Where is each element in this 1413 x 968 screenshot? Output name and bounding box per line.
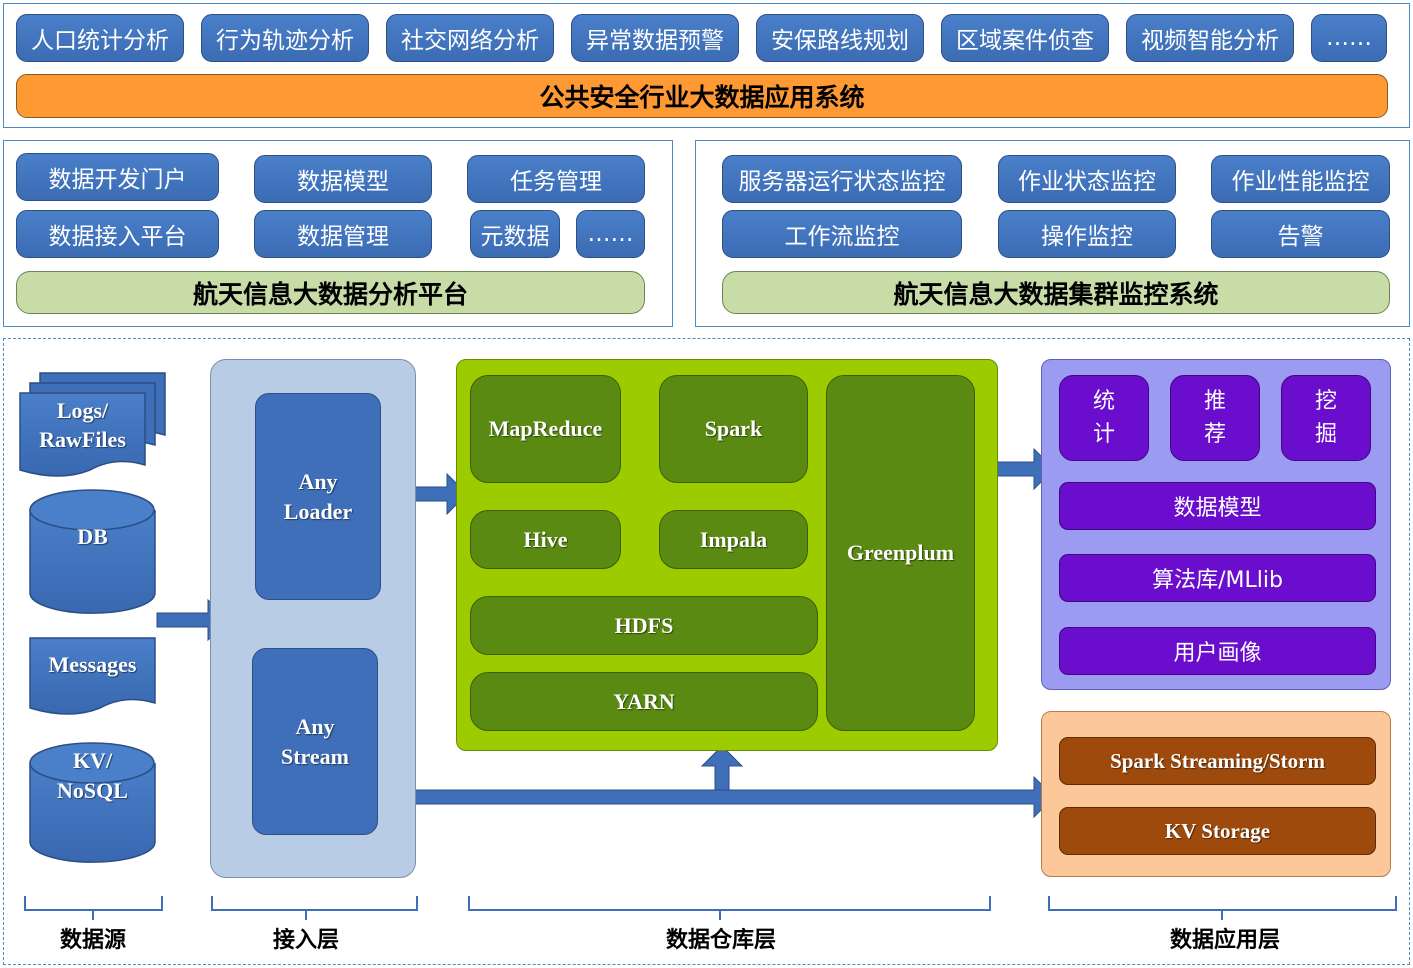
task-management-box: 任务管理: [467, 155, 645, 203]
logs-label: Logs/ RawFiles: [20, 395, 145, 455]
user-portrait-box: 用户画像: [1059, 627, 1376, 675]
logs-label-line2: RawFiles: [39, 427, 126, 452]
layer-brackets: [24, 896, 1397, 920]
hive-box: Hive: [470, 510, 621, 569]
kv-storage-box: KV Storage: [1059, 807, 1376, 855]
data-management-box: 数据管理: [254, 210, 432, 258]
workflow-monitor-box: 工作流监控: [722, 210, 962, 258]
app-item-trajectory: 行为轨迹分析: [201, 14, 369, 62]
hdfs-box: HDFS: [470, 596, 818, 655]
logs-document-icon: [19, 372, 166, 477]
mining-line1: 挖: [1314, 389, 1337, 414]
any-stream-line2: Stream: [280, 743, 350, 769]
messages-label: Messages: [48, 652, 137, 677]
db-label: DB: [77, 524, 108, 549]
app-data-model-box: 数据模型: [1059, 482, 1376, 530]
db-cylinder-icon: [29, 489, 156, 614]
recommendation-line1: 推: [1203, 389, 1226, 414]
kv-nosql-label: KV/ NoSQL: [30, 745, 155, 807]
any-stream-box: Any Stream: [252, 648, 378, 835]
logs-label-line1: Logs/: [56, 398, 109, 423]
any-loader-box: Any Loader: [255, 393, 381, 600]
metadata-box: 元数据: [470, 210, 560, 258]
analysis-platform-banner: 航天信息大数据分析平台: [16, 271, 645, 314]
app-item-population: 人口统计分析: [16, 14, 184, 62]
kv-label-line1: KV/: [72, 748, 113, 773]
mining-line2: 掘: [1314, 422, 1337, 447]
job-status-monitor-box: 作业状态监控: [998, 155, 1176, 203]
kv-label-line2: NoSQL: [57, 778, 128, 803]
app-item-route-planning: 安保路线规划: [756, 14, 924, 62]
app-item-anomaly-alert: 异常数据预警: [571, 14, 739, 62]
recommendation-box: 推 荐: [1170, 375, 1260, 461]
statistics-box: 统 计: [1059, 375, 1149, 461]
data-model-box: 数据模型: [254, 155, 432, 203]
layer-label-data-source: 数据源: [59, 928, 126, 953]
messages-document-icon: [29, 637, 156, 715]
statistics-line1: 统: [1092, 389, 1115, 414]
any-loader-line2: Loader: [283, 498, 353, 524]
monitoring-system-banner: 航天信息大数据集群监控系统: [722, 271, 1390, 314]
layer-label-warehouse: 数据仓库层: [665, 928, 776, 953]
mining-box: 挖 掘: [1281, 375, 1371, 461]
impala-box: Impala: [659, 510, 808, 569]
kv-cylinder-icon: [29, 742, 156, 863]
spark-box: Spark: [659, 375, 808, 483]
app-item-video-analysis: 视频智能分析: [1126, 14, 1294, 62]
any-stream-line1: Any: [295, 713, 335, 739]
app-item-more: ……: [1311, 14, 1387, 62]
greenplum-box: Greenplum: [826, 375, 975, 731]
mapreduce-box: MapReduce: [470, 375, 621, 483]
platform-more-box: ……: [576, 210, 645, 258]
data-dev-portal-box: 数据开发门户: [16, 153, 219, 201]
layer-label-access: 接入层: [272, 928, 339, 953]
data-access-platform-box: 数据接入平台: [16, 210, 219, 258]
algorithm-library-box: 算法库/MLlib: [1059, 554, 1376, 602]
job-performance-monitor-box: 作业性能监控: [1211, 155, 1390, 203]
layer-label-application: 数据应用层: [1169, 928, 1280, 953]
arrow-stream-up-to-warehouse: [700, 745, 744, 791]
any-loader-line1: Any: [298, 468, 338, 494]
application-system-banner: 公共安全行业大数据应用系统: [16, 74, 1388, 118]
app-item-social-network: 社交网络分析: [386, 14, 554, 62]
spark-streaming-box: Spark Streaming/Storm: [1059, 737, 1376, 785]
operation-monitor-box: 操作监控: [998, 210, 1176, 258]
alarm-box: 告警: [1211, 210, 1390, 258]
statistics-line2: 计: [1092, 422, 1115, 447]
app-item-case-investigation: 区域案件侦查: [941, 14, 1109, 62]
yarn-box: YARN: [470, 672, 818, 731]
recommendation-line2: 荐: [1203, 422, 1226, 447]
server-status-monitor-box: 服务器运行状态监控: [722, 155, 962, 203]
